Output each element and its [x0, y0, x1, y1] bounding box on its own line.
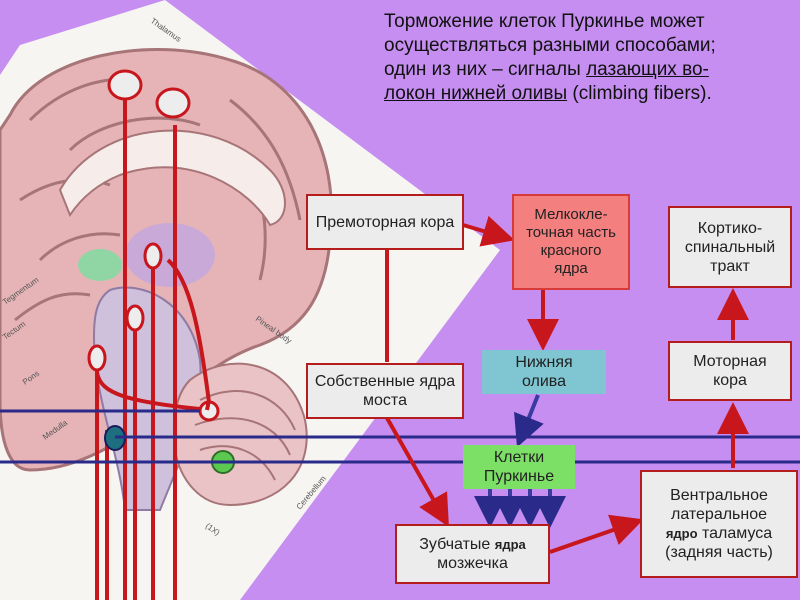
corpus-callosum: [58, 129, 286, 227]
title-line-3-start: один из них – сигналы: [384, 59, 587, 80]
box-motor-label: Моторная кора: [693, 353, 767, 389]
box-corticospinal-label: Кортико-спинальный тракт: [684, 219, 776, 275]
box-dentate-part-2: ядра: [494, 537, 526, 552]
box-inferior-olive: Нижняя олива: [482, 350, 606, 394]
box-thalamus-text: Вентральное латеральное ядро таламуса (з…: [648, 486, 790, 562]
title-underlined-2: локон нижней оливы: [384, 83, 568, 104]
box-dentate-text: Зубчатые ядра мозжечка: [419, 535, 526, 573]
box-motor-cortex: Моторная кора: [668, 341, 792, 401]
box-thalamus-part-3: таламуса (задняя часть): [665, 525, 773, 561]
box-dentate-part-1: Зубчатые: [419, 536, 495, 553]
cerebellum: [172, 362, 308, 507]
title-line-3: один из них – сигналы лазающих во-: [384, 58, 784, 82]
box-pontine-nuclei: Собственные ядра моста: [306, 363, 464, 419]
box-purkinje-label: Клетки Пуркинье: [483, 449, 555, 485]
box-dentate-part-3: мозжечка: [437, 555, 508, 572]
box-premotor-label: Премоторная кора: [315, 213, 455, 231]
title-line-2: осуществляться разными способами;: [384, 35, 716, 56]
box-pontine-label: Собственные ядра моста: [314, 373, 456, 409]
box-red-nucleus-label: Мелкокле-точная часть красного ядра: [526, 206, 616, 277]
box-thalamus-part-2: ядро: [665, 526, 698, 541]
title-line-4: локон нижней оливы (climbing fibers).: [384, 82, 784, 106]
blue-fibers: [0, 409, 800, 464]
box-premotor-cortex: Премоторная кора: [306, 194, 464, 250]
title-line-4-end: (climbing fibers).: [567, 83, 712, 104]
box-corticospinal-tract: Кортико-спинальный тракт: [668, 206, 792, 288]
box-dentate-nuclei: Зубчатые ядра мозжечка: [395, 524, 550, 584]
hypothalamus-region: [78, 249, 122, 281]
cortex-neuron-2: [155, 87, 191, 119]
midbrain-neuron: [125, 304, 145, 332]
slide-title: Торможение клеток Пуркинье может осущест…: [384, 10, 784, 106]
flow-arrows: [205, 215, 749, 554]
title-underlined-1: лазающих во-: [586, 59, 709, 80]
red-nucleus-neuron: [143, 242, 163, 270]
red-tracts: [95, 97, 212, 600]
title-line-1: Торможение клеток Пуркинье может: [384, 11, 705, 32]
box-purkinje-cells: Клетки Пуркинье: [463, 445, 575, 489]
box-thalamus-nucleus: Вентральное латеральное ядро таламуса (з…: [640, 470, 798, 578]
pons-neuron: [87, 344, 107, 372]
box-red-nucleus: Мелкокле-точная часть красного ядра: [512, 194, 630, 290]
box-thalamus-part-1: Вентральное латеральное: [670, 487, 768, 523]
thalamus-region: [125, 223, 215, 287]
cortex-neuron-1: [107, 69, 143, 101]
box-olive-label: Нижняя олива: [515, 354, 573, 390]
